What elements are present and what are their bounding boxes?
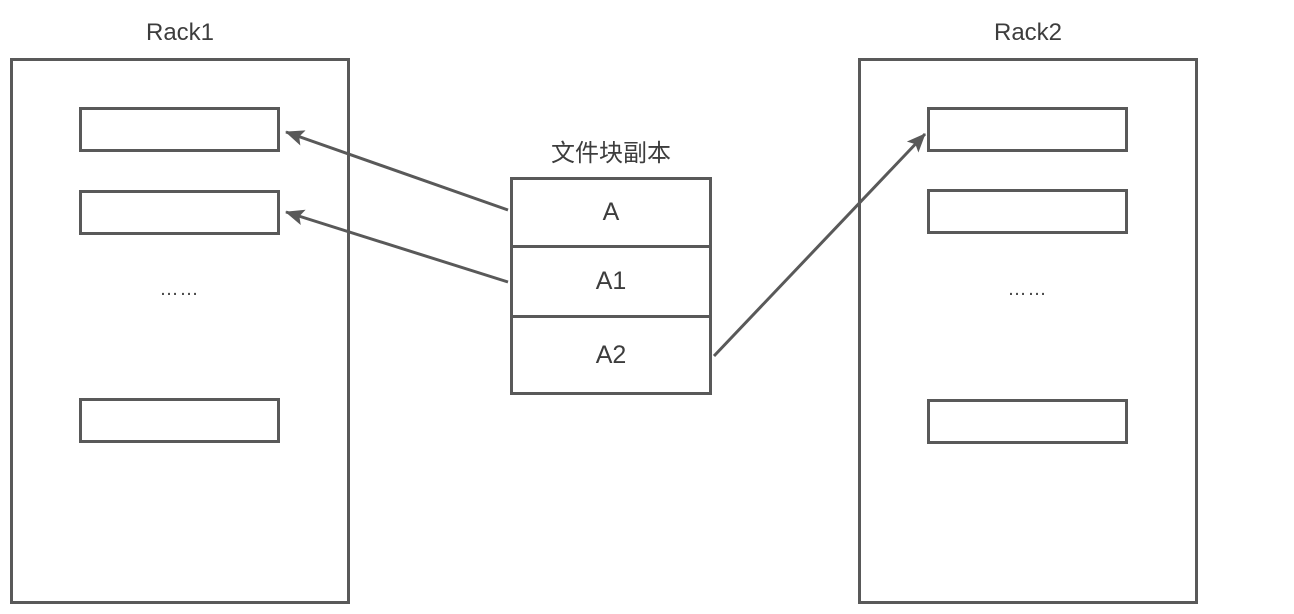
rack1-title: Rack1: [145, 19, 215, 46]
rack2-title: Rack2: [993, 19, 1063, 46]
block-cell-a1: A1: [513, 245, 709, 315]
rack2-box: ……: [858, 58, 1198, 604]
block-table-title: 文件块副本: [551, 140, 671, 167]
rack2-slot-2: [927, 189, 1128, 234]
rack1-slot-1: [79, 107, 280, 152]
block-table: A A1 A2: [510, 177, 712, 395]
rack2-slot-1: [927, 107, 1128, 152]
rack1-slot-3: [79, 398, 280, 443]
block-cell-a2: A2: [513, 315, 709, 392]
rack1-box: ……: [10, 58, 350, 604]
rack1-ellipsis: ……: [159, 279, 200, 300]
rack2-slot-3: [927, 399, 1128, 444]
rack1-slot-2: [79, 190, 280, 235]
rack2-ellipsis: ……: [1007, 279, 1048, 300]
block-cell-a: A: [602, 198, 620, 226]
